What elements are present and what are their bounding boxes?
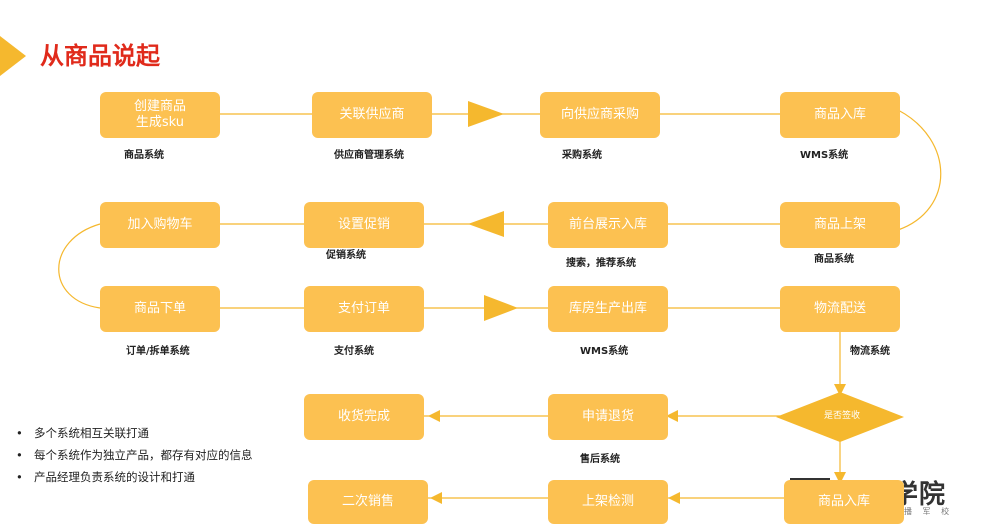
node-stock-in-2: 商品入库 — [784, 480, 904, 524]
arrow-left-icon — [668, 492, 680, 504]
node-warehouse-out: 库房生产出库 — [548, 286, 668, 332]
decision-label: 是否签收 — [823, 411, 860, 421]
node-apply-return: 申请退货 — [548, 394, 668, 440]
label-search-system: 搜索，推荐系统 — [566, 258, 636, 269]
node-purchase: 向供应商采购 — [540, 92, 660, 138]
arrow-right-icon — [468, 101, 504, 127]
node-shelf-check: 上架检测 — [548, 480, 668, 524]
note-item: 多个系统相互关联打通 — [14, 422, 254, 444]
arrow-left-icon — [428, 410, 440, 422]
label-supplier-system: 供应商管理系统 — [334, 150, 404, 161]
title-accent-triangle — [0, 36, 26, 76]
node-logistics: 物流配送 — [780, 286, 900, 332]
note-item: 产品经理负责系统的设计和打通 — [14, 466, 254, 488]
label-purchase-system: 采购系统 — [562, 150, 602, 161]
label-wms-system: WMS系统 — [800, 150, 849, 161]
notes-list: 多个系统相互关联打通 每个系统作为独立产品，都存有对应的信息 产品经理负责系统的… — [14, 422, 254, 488]
decision-diamond — [776, 392, 904, 442]
node-place-order: 商品下单 — [100, 286, 220, 332]
arrow-down-icon — [834, 384, 846, 396]
arrow-right-icon — [484, 295, 518, 321]
node-pay-order: 支付订单 — [304, 286, 424, 332]
arrow-left-icon — [666, 410, 678, 422]
node-create-product: 创建商品 生成sku — [100, 92, 220, 138]
node-shelf-up: 商品上架 — [780, 202, 900, 248]
label-logistics-system: 物流系统 — [850, 346, 890, 357]
node-front-display: 前台展示入库 — [548, 202, 668, 248]
node-set-promo: 设置促销 — [304, 202, 424, 248]
label-aftersale-system: 售后系统 — [580, 454, 620, 465]
arrow-down-icon — [834, 472, 846, 484]
node-add-cart: 加入购物车 — [100, 202, 220, 248]
node-second-sale: 二次销售 — [308, 480, 428, 524]
label-wms-system-2: WMS系统 — [580, 346, 629, 357]
label-order-system: 订单/拆单系统 — [126, 346, 190, 357]
note-item: 每个系统作为独立产品，都存有对应的信息 — [14, 444, 254, 466]
arrow-left-icon — [468, 211, 504, 237]
label-product-system-2: 商品系统 — [814, 254, 854, 265]
label-product-system: 商品系统 — [124, 150, 164, 161]
arrow-left-icon — [430, 492, 442, 504]
node-stock-in: 商品入库 — [780, 92, 900, 138]
node-link-supplier: 关联供应商 — [312, 92, 432, 138]
node-receipt-done: 收货完成 — [304, 394, 424, 440]
label-promo-system: 促销系统 — [326, 250, 366, 261]
page-title: 从商品说起 — [40, 42, 160, 70]
connector-curve-right — [897, 109, 942, 231]
label-pay-system: 支付系统 — [334, 346, 374, 357]
logo-subtext: 播 军 校 — [904, 507, 954, 516]
connector-curve-left — [58, 223, 101, 309]
